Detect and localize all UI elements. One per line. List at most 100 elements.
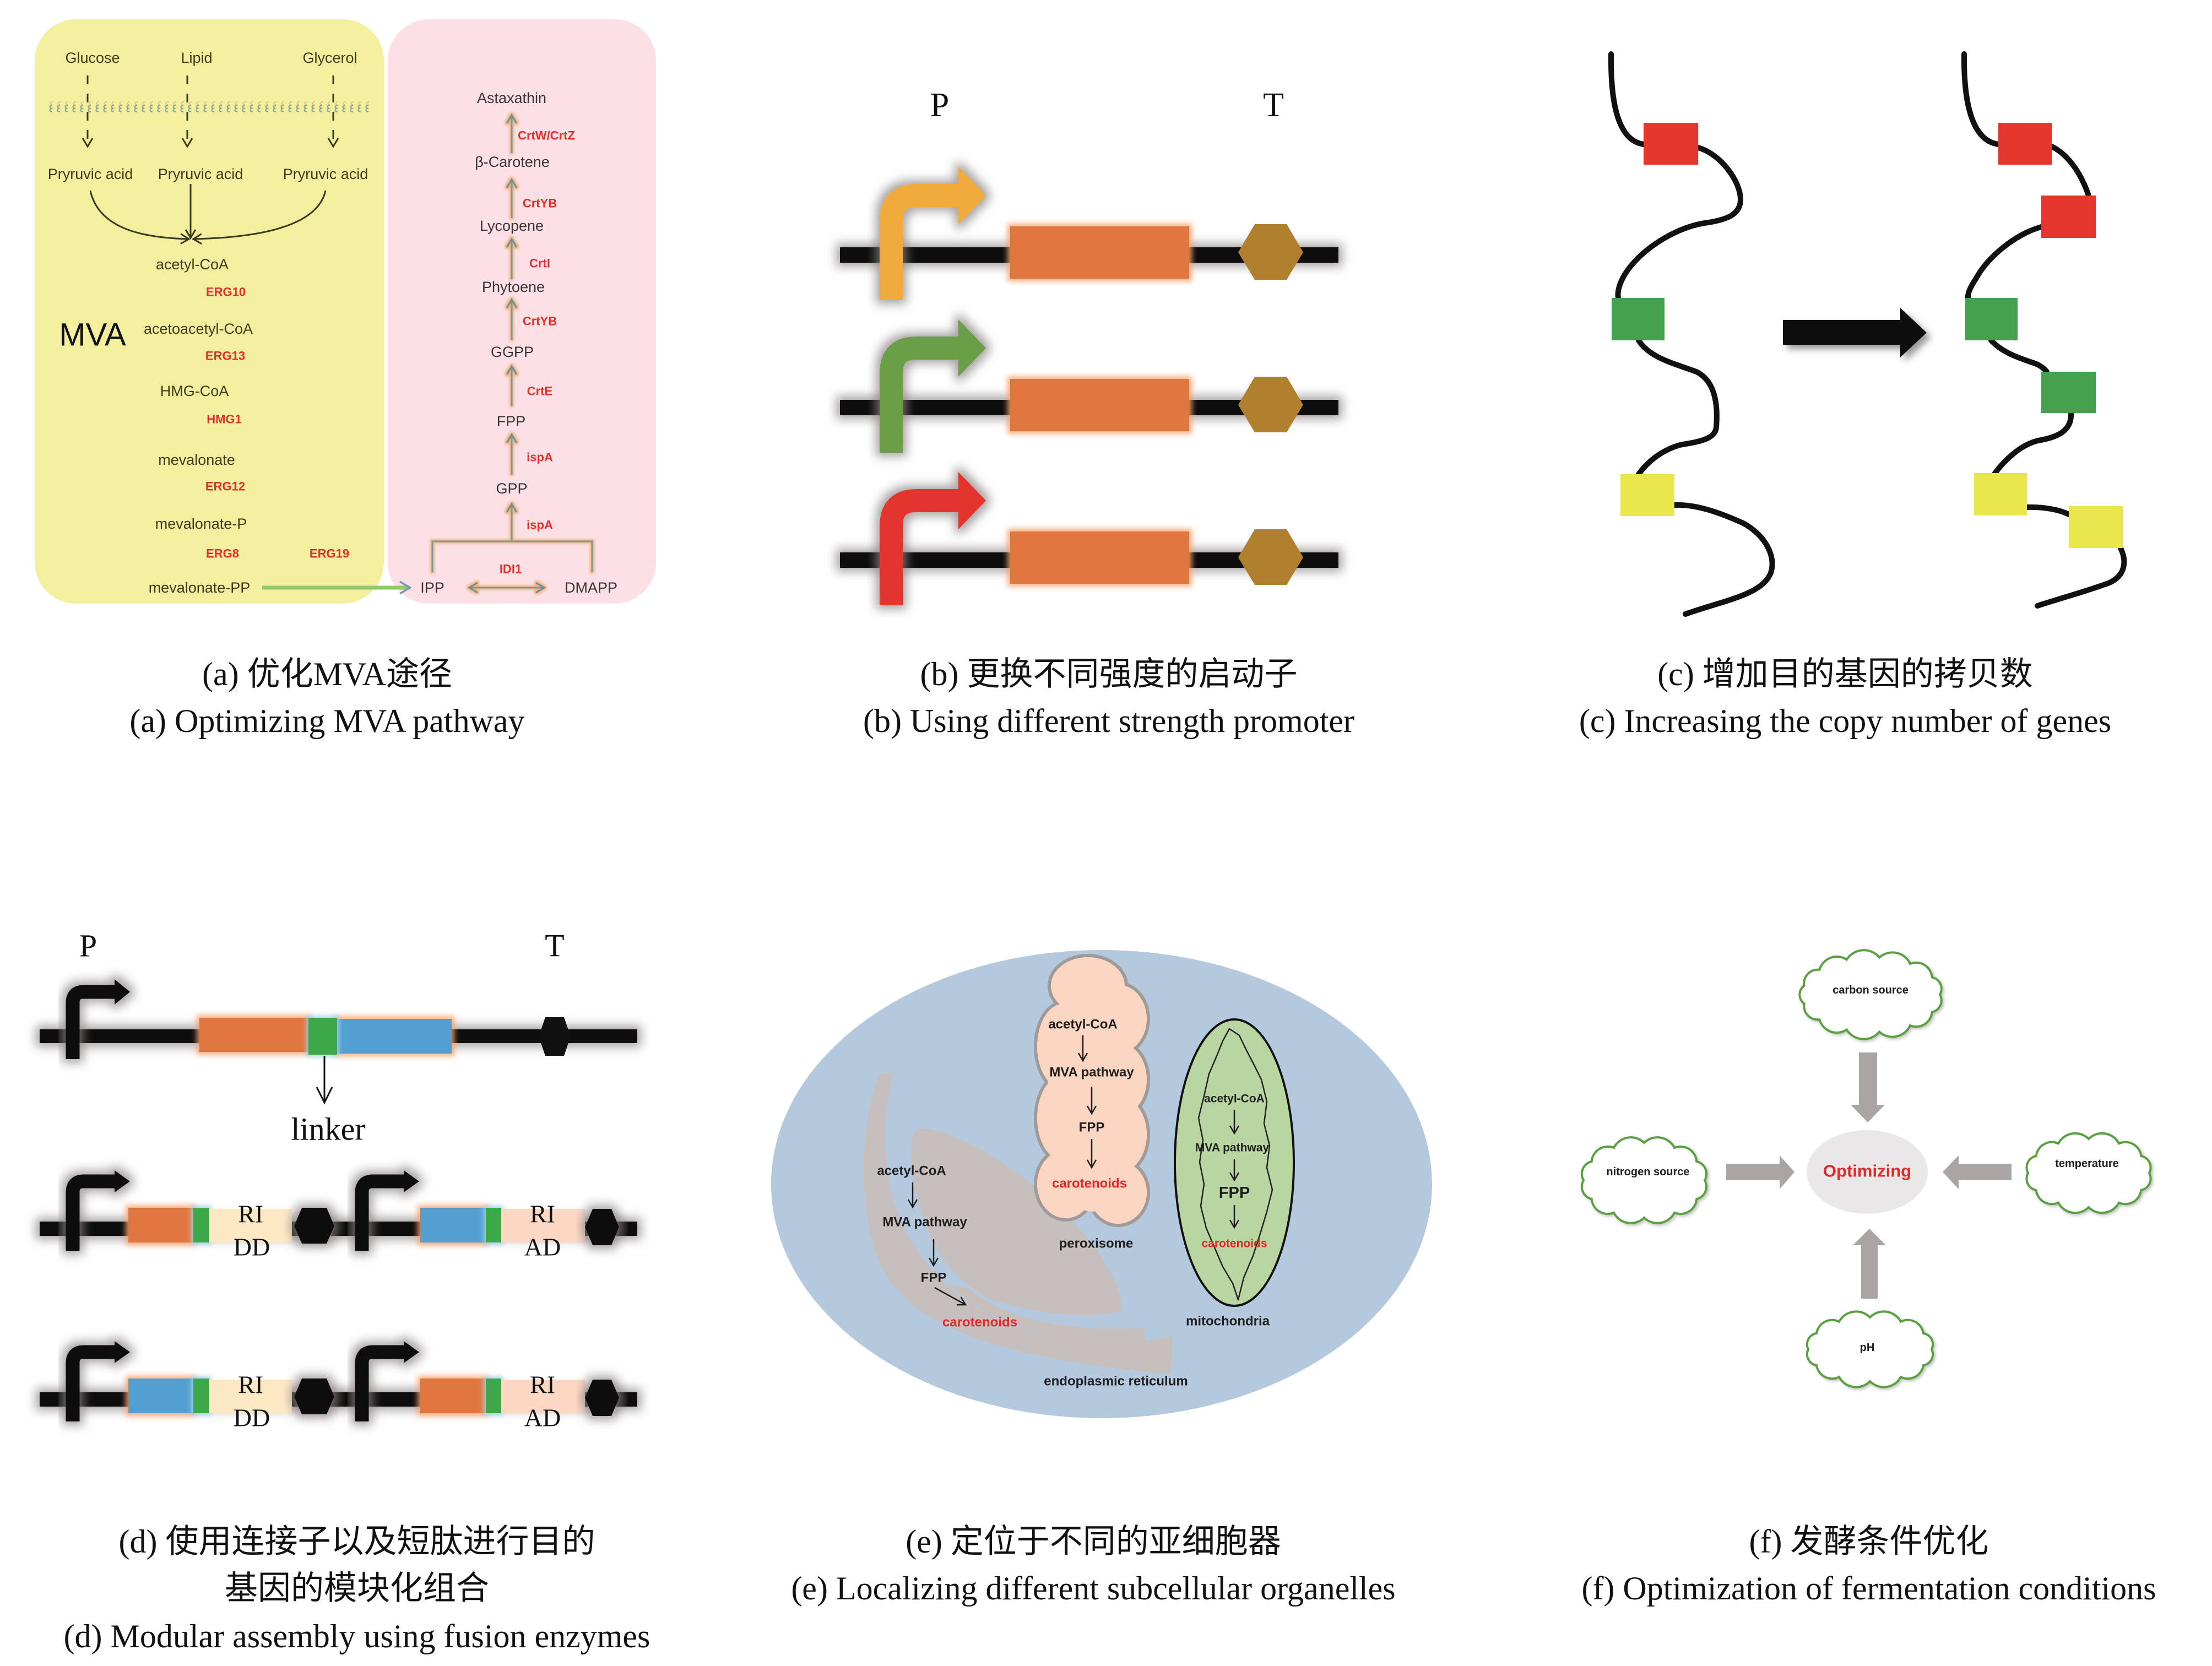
metabolite-beta-carotene: β-Carotene	[475, 154, 550, 170]
caption-c-en: (c) Increasing the copy number of genes	[1579, 703, 2112, 739]
riad-ad-label-bottom: AD	[524, 1404, 561, 1432]
riad-ad-label-top: RI	[530, 1200, 555, 1228]
er-label: endoplasmic reticulum	[1044, 1374, 1188, 1389]
substrate-lipid: Lipid	[181, 50, 212, 66]
promoter-label: P	[79, 928, 97, 964]
gene-blue	[337, 1019, 452, 1054]
metabolite-astaxanthin: Astaxathin	[477, 90, 546, 106]
enzyme-erg8: ERG8	[206, 547, 239, 561]
caption-c-zh: (c) 增加目的基因的拷贝数	[1657, 656, 2033, 692]
er-mva-pathway: MVA pathway	[882, 1215, 967, 1230]
gene-orange	[199, 1018, 308, 1052]
terminator-hexagon	[585, 1380, 619, 1416]
chromosome-before	[1608, 51, 1775, 617]
metabolite-fpp: FPP	[497, 413, 526, 430]
metabolite-ipp: IPP	[420, 579, 444, 596]
chromosome-after	[1961, 51, 2127, 609]
factor-clouds	[1580, 949, 2152, 1388]
promoter-arrow-body	[66, 985, 117, 1059]
promoter-arrow-icon	[66, 1170, 130, 1251]
factor-carbon-source: carbon source	[1833, 984, 1909, 996]
dna-strand	[1636, 338, 1720, 477]
mitochondria-acetyl-coa: acetyl-CoA	[1204, 1093, 1265, 1105]
expression-cassette	[840, 472, 1338, 605]
dna-strand	[1965, 224, 2044, 301]
enzyme-crte: CrtE	[527, 384, 552, 398]
caption-f-zh: (f) 发酵条件优化	[1749, 1523, 1989, 1560]
riad-construct: RI DD RI AD	[40, 1170, 637, 1261]
gene-copy-yellow	[1620, 474, 1674, 516]
caption-b-zh: (b) 更换不同强度的启动子	[920, 656, 1298, 692]
dna-strand	[1992, 410, 2074, 476]
er-membrane-band	[911, 1128, 1122, 1316]
gene-orange	[128, 1208, 193, 1242]
promoter-arrow-head	[115, 979, 130, 1005]
enzyme-erg13: ERG13	[205, 349, 245, 363]
arrow-head	[1780, 1155, 1794, 1189]
er-membrane-band	[947, 1283, 1146, 1345]
riad-ad-label-bottom: AD	[524, 1233, 561, 1261]
cell-membrane	[47, 101, 371, 114]
arrow-head	[1851, 1105, 1885, 1122]
arrow-left-icon	[1943, 1155, 2012, 1189]
expression-cassette	[840, 167, 1338, 300]
metabolite-hmg-coa: HMG-CoA	[160, 383, 229, 399]
er-membrane-band	[863, 1072, 1173, 1374]
er-fpp: FPP	[921, 1271, 947, 1285]
gene-copy-red	[2041, 196, 2096, 238]
promoter-arrow-head	[115, 1341, 130, 1363]
cloud-temperature	[2025, 1132, 2152, 1214]
metabolite-mevalonate: mevalonate	[158, 452, 235, 468]
arrow-shaft	[1783, 320, 1901, 345]
linker-segment	[193, 1379, 209, 1413]
ipp-dmapp-bracket	[431, 540, 593, 572]
enzyme-crtyb: CrtYB	[523, 314, 557, 328]
gene-blue	[128, 1379, 193, 1413]
riad-ad-label-top: RI	[530, 1371, 555, 1399]
linker-segment	[486, 1379, 501, 1413]
riad-dd-label-top: RI	[238, 1200, 263, 1228]
carotenoid-arrows	[431, 113, 593, 594]
fusion-construct: linker	[40, 979, 637, 1147]
peroxisome-mva-pathway: MVA pathway	[1049, 1065, 1134, 1080]
caption-e-zh: (e) 定位于不同的亚细胞器	[906, 1523, 1281, 1560]
dna-strand	[2035, 545, 2127, 609]
promoter-arrow-body	[66, 1345, 117, 1421]
promoter-arrow-body	[880, 337, 961, 453]
caption-b-en: (b) Using different strength promoter	[863, 703, 1354, 739]
arrow-shaft	[1861, 1244, 1878, 1299]
peroxisome-shape	[1034, 954, 1150, 1227]
dna-strand	[2049, 144, 2091, 198]
gene-copy-yellow	[1974, 473, 2027, 515]
enzyme-ispa: ispA	[527, 451, 553, 464]
dna-strand	[1672, 502, 1775, 617]
gene-copy-red	[1998, 123, 2052, 165]
promoter-arrow-icon	[66, 1341, 130, 1421]
enzyme-crtyb: CrtYB	[523, 197, 557, 210]
enzyme-crtw-crtz: CrtW/CrtZ	[518, 129, 575, 143]
pyruvic-acid-label: Pryruvic acid	[48, 166, 133, 182]
promoter-arrow-head	[115, 1170, 130, 1192]
metabolite-mevalonate-pp: mevalonate-PP	[149, 579, 251, 596]
caption-e-en: (e) Localizing different subcellular org…	[791, 1570, 1396, 1607]
promoter-arrow-body	[880, 489, 961, 605]
converging-arrow-left	[89, 190, 191, 245]
endoplasmic-reticulum-shape	[863, 1072, 1173, 1374]
terminator-hexagon	[1238, 529, 1303, 585]
gene-copy-green	[1612, 298, 1665, 340]
promoter-arrow-icon	[66, 979, 130, 1059]
arrow-head	[1943, 1155, 1959, 1189]
metabolite-acetoacetyl-coa: acetoacetyl-CoA	[144, 321, 253, 337]
gene-blue	[420, 1208, 486, 1242]
mitochondria-carotenoids: carotenoids	[1201, 1238, 1267, 1250]
panel-d: P T linker RI DD	[40, 928, 637, 1432]
peroxisome-acetyl-coa: acetyl-CoA	[1048, 1017, 1117, 1032]
target-gene	[1010, 379, 1189, 431]
dna-strand	[1608, 51, 1646, 147]
terminator-hexagon	[294, 1208, 334, 1244]
metabolite-ggpp: GGPP	[491, 344, 534, 360]
er-carotenoids: carotenoids	[942, 1315, 1017, 1330]
pyruvic-acid-label: Pryruvic acid	[283, 166, 368, 182]
